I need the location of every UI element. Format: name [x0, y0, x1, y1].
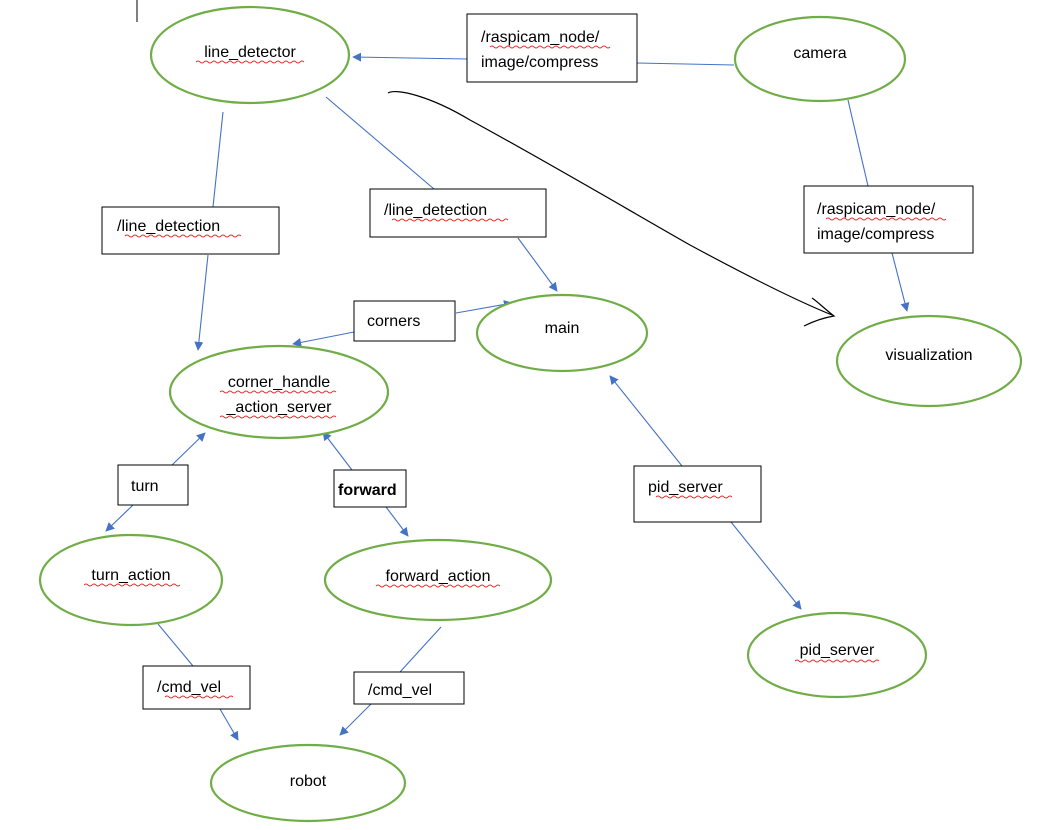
topic-label: /line_detection [384, 202, 487, 219]
topic-box-raspicam-top[interactable]: /raspicam_node/ image/compress [466, 13, 638, 83]
topic-label-line-2: image/compress [481, 54, 598, 71]
topic-box-cmd-vel-right[interactable]: /cmd_vel [353, 671, 465, 705]
edge-turn-to-corner-handle [171, 432, 206, 466]
edge-topic-right-to-visualization [891, 252, 910, 312]
handdrawn-arrowhead [803, 297, 836, 327]
node-label: main [545, 320, 580, 337]
edge-line-detector-to-topic-mid [325, 96, 435, 190]
topic-box-line-detection-mid[interactable]: /line_detection [369, 188, 547, 238]
spellcheck-underline [825, 217, 947, 221]
spellcheck-underline [164, 695, 234, 699]
node-label: robot [290, 773, 327, 790]
topic-box-line-detection-left[interactable]: /line_detection [101, 206, 280, 255]
topic-label: corners [367, 313, 420, 330]
edge-corners-to-corner-handle [292, 331, 355, 347]
edge-line-detector-to-topic-left [212, 111, 224, 208]
edge-topic-mid-to-main [517, 237, 558, 292]
node-visualization[interactable]: visualization [835, 314, 1023, 408]
spellcheck-underline [219, 415, 337, 419]
edge-cmd-vel-right-to-robot [339, 703, 372, 736]
topic-label: /line_detection [117, 218, 220, 235]
spellcheck-underline [375, 584, 501, 588]
spellcheck-underline [794, 659, 880, 663]
edge-forward-to-forward-action [385, 506, 409, 537]
edge-forward-to-corner-handle [322, 431, 353, 471]
spellcheck-underline [195, 60, 305, 64]
spellcheck-underline [83, 583, 181, 587]
spellcheck-underline [489, 45, 611, 49]
topic-label: /cmd_vel [157, 679, 221, 696]
spellcheck-underline [391, 218, 509, 222]
edge-topic-to-line-detector [352, 52, 468, 62]
node-pid-server[interactable]: pid_server [746, 611, 928, 699]
node-turn-action[interactable]: turn_action [38, 533, 224, 627]
node-main[interactable]: main [475, 293, 649, 373]
topic-box-raspicam-right[interactable]: /raspicam_node/ image/compress [803, 185, 974, 254]
node-forward-action[interactable]: forward_action [323, 538, 553, 622]
topic-label-line-1: /raspicam_node/ [817, 201, 936, 218]
node-camera[interactable]: camera [733, 15, 907, 103]
node-label-line-2: _action_server [226, 399, 333, 416]
edge-topic-left-to-corner-handle [194, 254, 209, 351]
node-label: forward_action [386, 568, 491, 585]
topic-box-corners[interactable]: corners [353, 300, 456, 342]
topic-label-line-2: image/compress [817, 226, 934, 243]
edge-pid-topic-to-pid-server [730, 521, 802, 610]
topic-label-line-1: /raspicam_node/ [481, 29, 600, 46]
spellcheck-underline [219, 390, 337, 394]
node-robot[interactable]: robot [209, 743, 407, 823]
spellcheck-underline [124, 234, 242, 238]
node-corner-handle-action-server[interactable]: corner_handle _action_server [168, 344, 390, 440]
edge-cmd-vel-left-to-robot [219, 708, 239, 741]
spellcheck-underline [655, 495, 733, 499]
edge-camera-to-topic [636, 62, 735, 66]
topic-label: pid_server [648, 479, 723, 496]
edge-turn-to-turn-action [105, 504, 134, 532]
node-label: camera [793, 45, 846, 62]
node-label: line_detector [204, 44, 296, 61]
topic-box-cmd-vel-left[interactable]: /cmd_vel [142, 665, 251, 710]
topic-label: /cmd_vel [368, 682, 432, 699]
node-label: turn_action [91, 567, 170, 584]
edge-forward-action-to-cmd-vel [399, 626, 442, 673]
edge-pid-topic-to-main [609, 375, 683, 467]
node-label: pid_server [800, 642, 875, 659]
topic-label: turn [131, 478, 159, 495]
edge-turn-action-to-cmd-vel [157, 623, 194, 667]
topic-box-pid-server[interactable]: pid_server [633, 465, 762, 523]
edge-camera-to-topic-right [847, 99, 869, 187]
topic-label: forward [338, 482, 397, 499]
node-line-detector[interactable]: line_detector [149, 5, 351, 105]
node-label: visualization [885, 347, 972, 364]
topic-box-turn[interactable]: turn [117, 464, 189, 506]
handdrawn-arrow-line [387, 90, 833, 316]
node-label-line-1: corner_handle [228, 374, 330, 391]
topic-box-forward[interactable]: forward [333, 469, 407, 508]
